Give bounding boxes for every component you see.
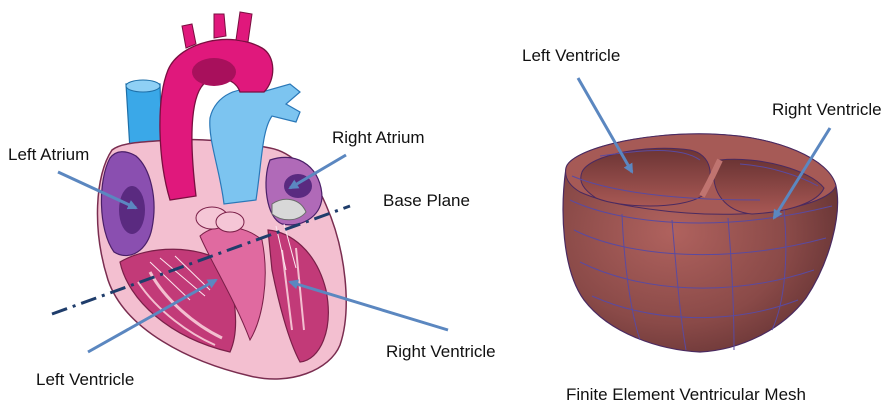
label-mesh-left-ventricle: Left Ventricle	[522, 47, 620, 64]
ventricular-mesh	[563, 134, 837, 352]
label-right-atrium: Right Atrium	[332, 129, 425, 146]
superior-vena-cava	[126, 84, 162, 150]
label-base-plane: Base Plane	[383, 192, 470, 209]
mesh-caption: Finite Element Ventricular Mesh	[566, 386, 806, 403]
label-left-atrium: Left Atrium	[8, 146, 89, 163]
label-mesh-right-ventricle: Right Ventricle	[772, 101, 882, 118]
label-right-ventricle: Right Ventricle	[386, 343, 496, 360]
label-left-ventricle: Left Ventricle	[36, 371, 134, 388]
